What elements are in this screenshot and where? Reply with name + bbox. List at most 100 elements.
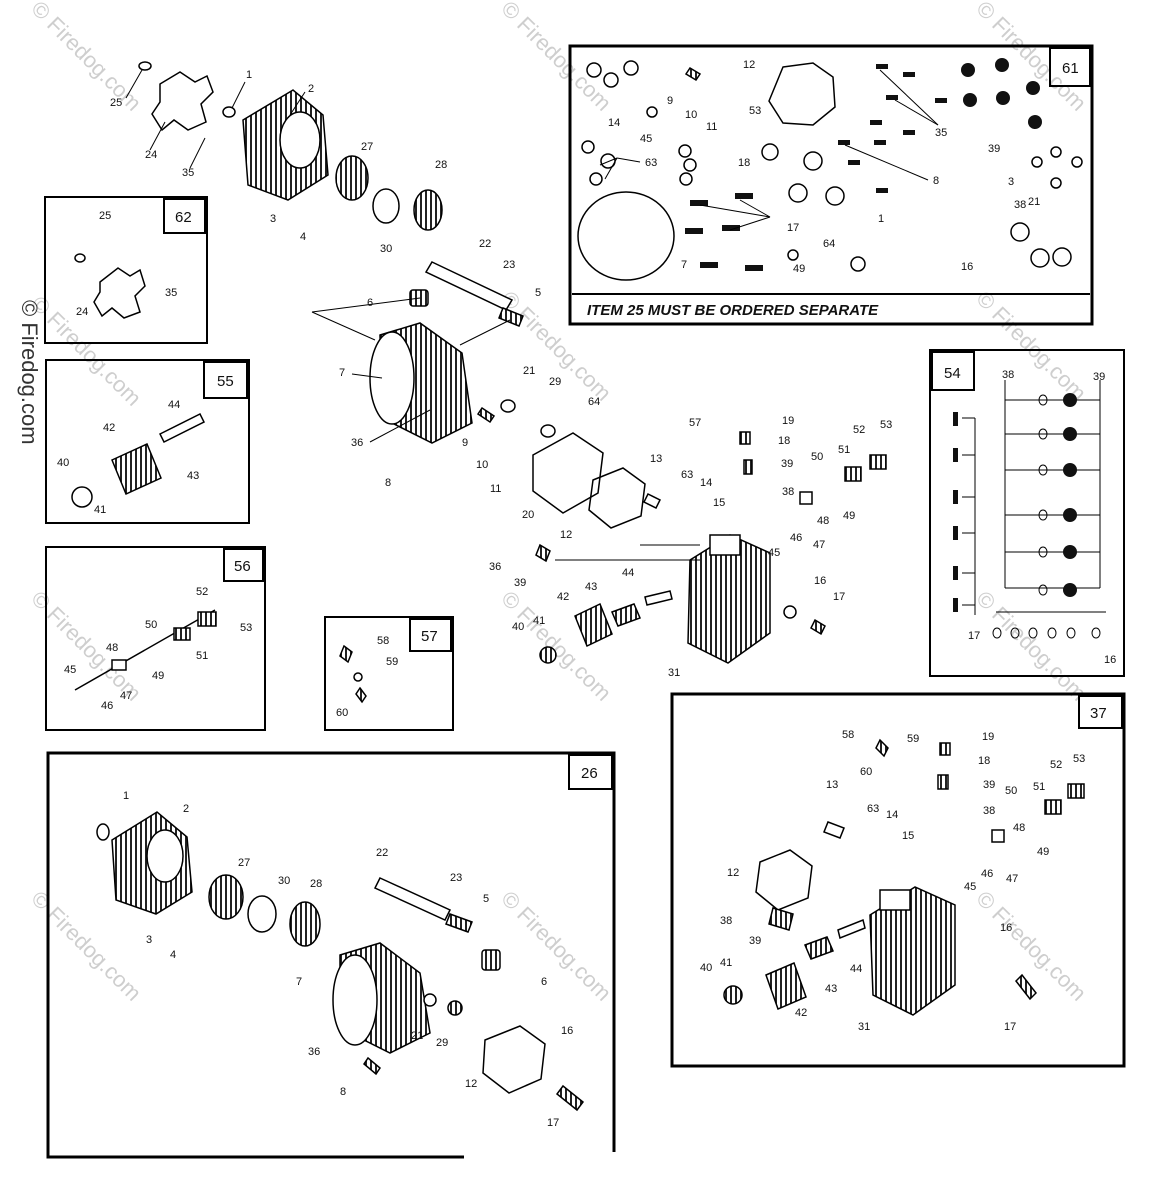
part-number-label: 16 [1000, 922, 1012, 934]
part-number-label: 42 [795, 1007, 807, 1019]
panel-37-frame [670, 692, 1126, 1068]
part-number-label: 29 [549, 376, 561, 388]
part-number-label: 63 [645, 157, 657, 169]
part-number-label: 59 [386, 656, 398, 668]
part-number-label: 17 [968, 630, 980, 642]
part-number-label: 36 [489, 561, 501, 573]
part-number-label: 47 [120, 690, 132, 702]
panel-54-frame [929, 349, 1125, 677]
part-number-label: 30 [278, 875, 290, 887]
panel-frames [44, 44, 1126, 1159]
part-number-label: 40 [57, 457, 69, 469]
part-number-label: 16 [1104, 654, 1116, 666]
part-number-label: 36 [351, 437, 363, 449]
part-number-label: 17 [787, 222, 799, 234]
part-number-label: 39 [1093, 371, 1105, 383]
part-number-label: 51 [838, 444, 850, 456]
part-number-label: 50 [145, 619, 157, 631]
part-number-label: 47 [1006, 873, 1018, 885]
part-number-label: 16 [814, 575, 826, 587]
parts-list-bolts [953, 393, 1077, 612]
part-number-label: 25 [110, 97, 122, 109]
part-number-label: 36 [308, 1046, 320, 1058]
part-number-label: 53 [749, 105, 761, 117]
part-number-label: 28 [435, 159, 447, 171]
part-number-label: 42 [557, 591, 569, 603]
part-number-label: 21 [411, 1030, 423, 1042]
part-number-label: 12 [743, 59, 755, 71]
part-number-label: 60 [336, 707, 348, 719]
part-number-label: 11 [706, 121, 717, 133]
part-number-label: 24 [76, 306, 88, 318]
part-number-label: 49 [843, 510, 855, 522]
part-number-label: 38 [720, 915, 732, 927]
part-number-label: 46 [981, 868, 993, 880]
part-number-label: 19 [982, 731, 994, 743]
part-number-label: 40 [512, 621, 524, 633]
part-number-label: 13 [650, 453, 662, 465]
part-number-label: 41 [720, 957, 732, 969]
part-number-label: 60 [860, 766, 872, 778]
part-number-label: 29 [436, 1037, 448, 1049]
part-drawings [71, 61, 1085, 1112]
watermark-text: © Firedog.com [971, 0, 1091, 116]
part-number-label: 39 [749, 935, 761, 947]
part-number-label: 31 [858, 1021, 870, 1033]
part-number-label: 7 [681, 259, 687, 271]
part-number-label: 2 [183, 803, 189, 815]
part-number-label: 1 [878, 213, 884, 225]
part-number-label: 44 [850, 963, 862, 975]
watermark-text: © Firedog.com [26, 586, 146, 706]
part-number-label: 52 [1050, 759, 1062, 771]
part-number-label: 3 [270, 213, 276, 225]
part-number-label: 19 [782, 415, 794, 427]
part-number-label: 4 [170, 949, 176, 961]
panel-62-frame [44, 196, 208, 344]
part-number-label: 49 [152, 670, 164, 682]
part-number-label: 6 [541, 976, 547, 988]
panel-61-frame [568, 44, 1094, 326]
part-number-label: 41 [94, 504, 106, 516]
part-number-label: 18 [778, 435, 790, 447]
part-number-label: 18 [738, 157, 750, 169]
part-number-label: 51 [1033, 781, 1045, 793]
part-number-label: 28 [310, 878, 322, 890]
part-number-label: 17 [1004, 1021, 1016, 1033]
part-number-label: 58 [842, 729, 854, 741]
part-number-label: 5 [483, 893, 489, 905]
part-number-label: 39 [983, 779, 995, 791]
part-number-label: 53 [880, 419, 892, 431]
part-number-label: 12 [560, 529, 572, 541]
part-number-label: 52 [853, 424, 865, 436]
panel-number-26: 26 [581, 765, 598, 782]
part-number-label: 7 [339, 367, 345, 379]
part-number-label: 3 [1008, 176, 1014, 188]
part-number-label: 21 [523, 365, 535, 377]
panel-56-frame [45, 546, 266, 731]
part-number-label: 8 [340, 1086, 346, 1098]
part-number-label: 23 [503, 259, 515, 271]
part-number-label: 25 [99, 210, 111, 222]
part-number-label: 8 [933, 175, 939, 187]
part-number-label: 39 [781, 458, 793, 470]
seal-kit-parts [577, 60, 1083, 281]
panel-55-frame [45, 359, 250, 524]
part-number-label: 12 [465, 1078, 477, 1090]
part-number-label: 23 [450, 872, 462, 884]
watermark-text: © Firedog.com [971, 286, 1091, 406]
part-number-label: 9 [667, 95, 673, 107]
side-watermark: © Firedog.com [17, 300, 42, 445]
part-number-label: 24 [145, 149, 157, 161]
part-number-label: 1 [246, 69, 252, 81]
part-number-label: 10 [685, 109, 697, 121]
part-number-label: 45 [64, 664, 76, 676]
part-number-label: 44 [168, 399, 180, 411]
part-number-label: 14 [700, 477, 712, 489]
part-number-label: 18 [978, 755, 990, 767]
part-number-label: 38 [1002, 369, 1014, 381]
part-number-label: 35 [935, 127, 947, 139]
part-number-label: 27 [361, 141, 373, 153]
